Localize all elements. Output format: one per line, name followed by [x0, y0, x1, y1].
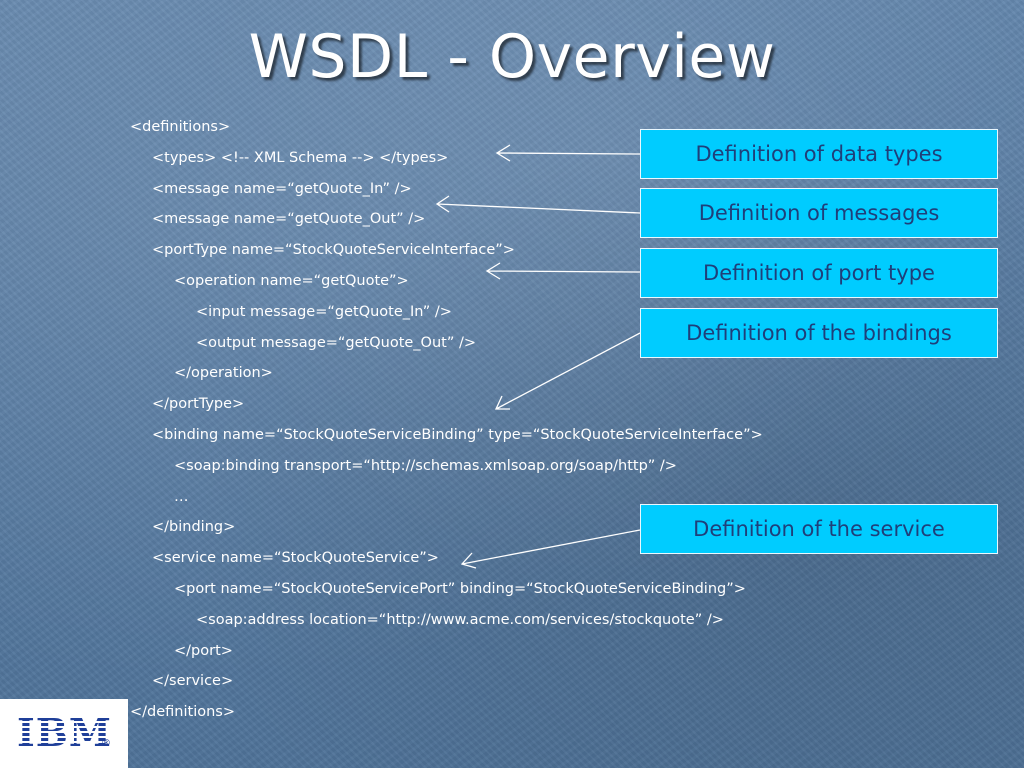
- code-line: <output message=“getQuote_Out” />: [196, 334, 476, 351]
- code-line: </definitions>: [130, 704, 235, 721]
- callout-service: Definition of the service: [640, 504, 998, 554]
- callout-messages: Definition of messages: [640, 188, 998, 238]
- ibm-logo: IBM ®: [0, 699, 128, 768]
- code-line: <message name=“getQuote_Out” />: [152, 211, 426, 228]
- code-line: <message name=“getQuote_In” />: [152, 180, 412, 197]
- callout-label: Definition of the service: [693, 517, 945, 541]
- code-line: <soap:binding transport=“http://schemas.…: [174, 457, 677, 474]
- code-line: </operation>: [174, 365, 273, 382]
- code-line: <types> <!-- XML Schema --> </types>: [152, 149, 449, 166]
- code-line: <input message=“getQuote_In” />: [196, 303, 452, 320]
- ibm-logo-text: IBM: [17, 710, 112, 755]
- callout-label: Definition of port type: [703, 261, 935, 285]
- code-line: <binding name=“StockQuoteServiceBinding”…: [152, 426, 763, 443]
- callout-data-types: Definition of data types: [640, 129, 998, 179]
- slide-title: WSDL - Overview: [248, 22, 776, 92]
- code-line: </port>: [174, 642, 233, 659]
- code-line: </service>: [152, 673, 234, 690]
- code-line: <service name=“StockQuoteService”>: [152, 550, 439, 567]
- code-line: <definitions>: [130, 119, 231, 135]
- callout-label: Definition of data types: [695, 142, 943, 166]
- code-line: …: [174, 488, 189, 505]
- code-line: <port name=“StockQuoteServicePort” bindi…: [174, 580, 746, 597]
- callout-bindings: Definition of the bindings: [640, 308, 998, 358]
- registered-mark: ®: [101, 738, 111, 749]
- code-line: <operation name=“getQuote”>: [174, 272, 409, 289]
- callout-label: Definition of the bindings: [686, 321, 952, 345]
- callout-port-type: Definition of port type: [640, 248, 998, 298]
- code-line: <portType name=“StockQuoteServiceInterfa…: [152, 242, 515, 259]
- code-line: </portType>: [152, 396, 245, 413]
- wsdl-code-listing: <definitions> <types> <!-- XML Schema --…: [130, 115, 763, 731]
- code-line: </binding>: [152, 519, 236, 536]
- callout-label: Definition of messages: [698, 201, 940, 225]
- code-line: <soap:address location=“http://www.acme.…: [196, 611, 724, 628]
